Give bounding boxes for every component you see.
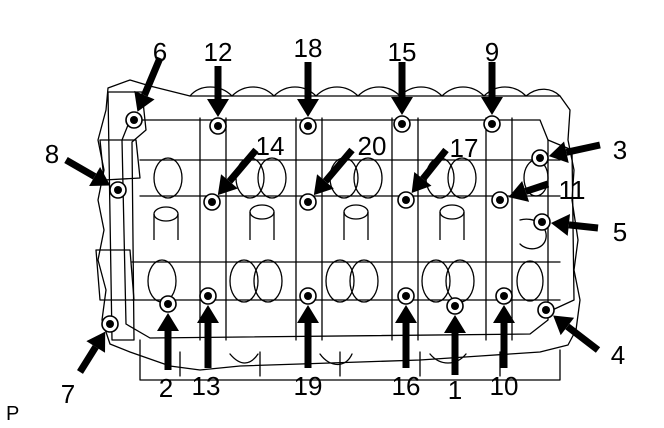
bolt-head-19 <box>299 287 317 305</box>
bolt-head-20 <box>299 193 317 211</box>
callout-label-8: 8 <box>45 139 59 169</box>
arrow-2 <box>157 313 179 370</box>
bolt-head-17 <box>397 191 415 209</box>
callout-label-2: 2 <box>159 373 173 403</box>
bolt-head-10 <box>495 287 513 305</box>
bolt-heads <box>101 111 555 333</box>
cylinder-head-outline <box>95 79 581 381</box>
bolt-head-5 <box>533 213 551 231</box>
bolt-head-14 <box>203 193 221 211</box>
arrow-15 <box>391 62 413 115</box>
callout-label-7: 7 <box>61 379 75 409</box>
callout-label-5: 5 <box>613 217 627 247</box>
arrow-13 <box>197 305 219 368</box>
callout-label-6: 6 <box>153 37 167 67</box>
callout-label-9: 9 <box>485 37 499 67</box>
bolt-head-2 <box>159 295 177 313</box>
arrow-19 <box>297 305 319 368</box>
arrow-8 <box>64 156 111 187</box>
arrow-9 <box>481 62 503 115</box>
callout-label-1: 1 <box>448 375 462 405</box>
callout-label-13: 13 <box>192 371 221 401</box>
arrow-1 <box>444 315 466 375</box>
arrow-3 <box>548 141 601 164</box>
callout-label-16: 16 <box>392 371 421 401</box>
bolt-head-18 <box>299 117 317 135</box>
callout-label-3: 3 <box>613 135 627 165</box>
arrow-18 <box>297 62 319 117</box>
bolt-head-11 <box>491 191 509 209</box>
callout-label-19: 19 <box>294 371 323 401</box>
arrow-14 <box>217 147 259 196</box>
bolt-head-16 <box>397 287 415 305</box>
arrow-5 <box>550 213 599 236</box>
callout-label-4: 4 <box>611 340 625 370</box>
callout-label-15: 15 <box>388 37 417 67</box>
bolt-head-3 <box>531 149 549 167</box>
callout-label-14: 14 <box>256 131 285 161</box>
bolt-head-7 <box>101 315 119 333</box>
bolt-head-4 <box>537 301 555 319</box>
callout-label-10: 10 <box>490 371 519 401</box>
callout-label-17: 17 <box>450 133 479 163</box>
upper-cam-lobes <box>153 157 549 199</box>
arrow-16 <box>395 305 417 368</box>
arrow-4 <box>553 315 601 353</box>
bolt-head-9 <box>483 115 501 133</box>
callout-label-11: 11 <box>559 175 586 205</box>
callout-label-18: 18 <box>294 33 323 63</box>
arrow-12 <box>207 66 229 117</box>
callout-label-20: 20 <box>358 131 387 161</box>
arrow-11 <box>508 180 550 202</box>
arrow-17 <box>411 147 449 193</box>
bolt-head-13 <box>199 287 217 305</box>
bolt-head-8 <box>109 181 127 199</box>
bolt-head-15 <box>393 115 411 133</box>
arrow-7 <box>77 331 106 374</box>
bolt-head-6 <box>125 111 143 129</box>
arrow-10 <box>493 305 515 368</box>
arrow-6 <box>134 56 164 112</box>
bolt-head-1 <box>446 297 464 315</box>
bolt-head-12 <box>209 117 227 135</box>
view-reference-label: P <box>6 403 19 425</box>
valve-lifters <box>153 204 465 240</box>
callout-label-12: 12 <box>204 37 233 67</box>
arrow-20 <box>313 147 355 196</box>
